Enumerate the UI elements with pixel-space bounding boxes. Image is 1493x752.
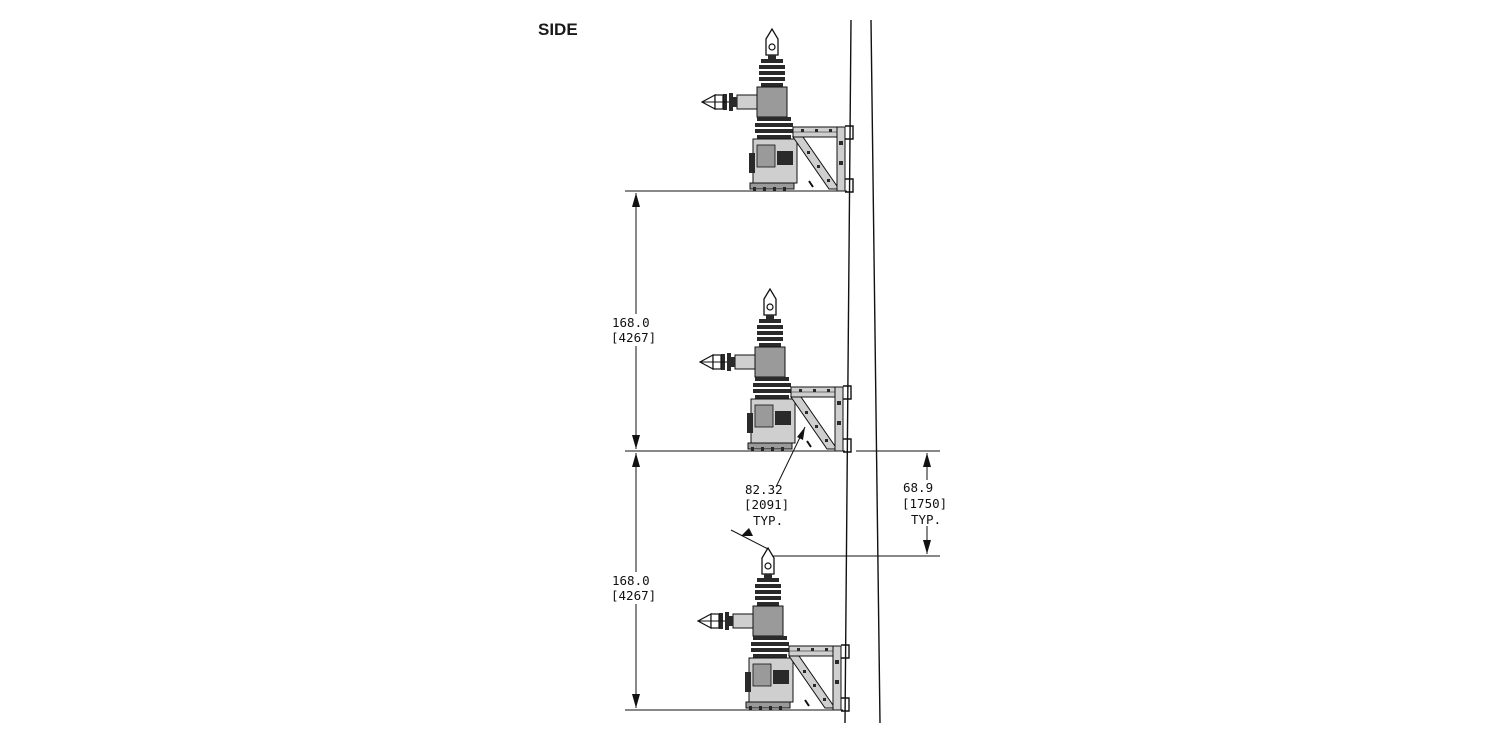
dim-pole-offset-note: TYP. [911, 512, 941, 527]
dim-arm-length-metric: [2091] [744, 497, 789, 512]
switch-assembly-middle [699, 288, 852, 453]
pole-edge-right [870, 19, 881, 724]
dim-pole-offset-metric: [1750] [902, 496, 947, 511]
dim-pole-offset-value: 68.9 [903, 480, 933, 495]
dim-spacing-lower-value: 168.0 [612, 573, 650, 588]
dim-spacing-lower-metric: [4267] [611, 588, 656, 603]
switch-assembly-top [701, 28, 854, 193]
view-title: SIDE [538, 20, 578, 39]
dim-arm-length-note: TYP. [753, 513, 783, 528]
dim-spacing-upper-metric: [4267] [611, 330, 656, 345]
dim-arm-length-value: 82.32 [745, 482, 783, 497]
pole-edge-left [844, 19, 852, 724]
switch-assembly-bottom [697, 547, 850, 712]
dim-spacing-upper-value: 168.0 [612, 315, 650, 330]
